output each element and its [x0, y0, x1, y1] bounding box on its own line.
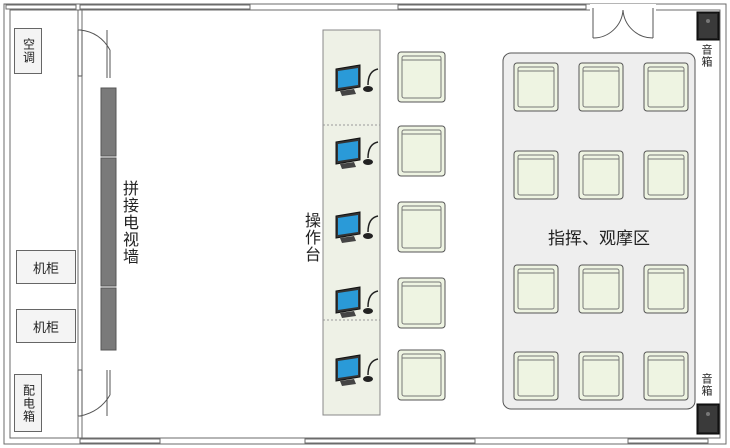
- partition-wall: [77, 10, 83, 438]
- chair: [643, 62, 689, 112]
- wall-joints: [5, 4, 709, 444]
- workstation: [335, 64, 379, 96]
- command-area-label: 指挥、观摩区: [548, 229, 650, 249]
- top-door: [590, 4, 656, 39]
- chair: [513, 351, 559, 401]
- chair: [397, 349, 446, 401]
- monitor-icon: [335, 286, 361, 318]
- speaker-bottom-label: 音箱: [700, 373, 713, 397]
- cabinet-1: 机柜: [16, 250, 76, 284]
- chair: [513, 62, 559, 112]
- monitor-icon: [335, 64, 361, 96]
- workstation: [335, 286, 379, 318]
- console-dividers: [323, 124, 380, 321]
- console-label: 操作台: [302, 212, 321, 263]
- speaker-icon: [696, 403, 720, 435]
- microphone-icon: [363, 215, 379, 239]
- chair: [397, 51, 446, 103]
- workstation: [335, 354, 379, 386]
- command-area: [502, 52, 696, 410]
- workstation: [335, 137, 379, 169]
- chair: [578, 150, 624, 200]
- chair: [578, 351, 624, 401]
- chair: [578, 62, 624, 112]
- microphone-icon: [363, 141, 379, 165]
- chair: [397, 125, 446, 177]
- left-door-bottom: [77, 369, 111, 417]
- workstations: [335, 64, 379, 386]
- front-chairs: [397, 51, 446, 401]
- speaker-icon: [696, 11, 720, 41]
- air-conditioner-label: 空调: [14, 28, 42, 74]
- distribution-box-label: 配电箱: [14, 374, 42, 432]
- microphone-icon: [363, 358, 379, 382]
- chair: [513, 264, 559, 314]
- chair: [397, 277, 446, 329]
- video-wall-label: 拼接电视墙: [120, 180, 139, 265]
- chair: [643, 351, 689, 401]
- chair: [397, 201, 446, 253]
- chair: [643, 150, 689, 200]
- workstation: [335, 211, 379, 243]
- monitor-icon: [335, 137, 361, 169]
- chair: [643, 264, 689, 314]
- microphone-icon: [363, 290, 379, 314]
- area-chairs: [513, 62, 689, 401]
- speaker-top-label: 音箱: [700, 44, 713, 68]
- monitor-icon: [335, 211, 361, 243]
- monitor-icon: [335, 354, 361, 386]
- left-door-top: [77, 29, 111, 78]
- walls: [3, 3, 727, 445]
- microphone-icon: [363, 68, 379, 92]
- cabinet-2: 机柜: [16, 309, 76, 343]
- video-wall: [100, 87, 117, 351]
- chair: [513, 150, 559, 200]
- chair: [578, 264, 624, 314]
